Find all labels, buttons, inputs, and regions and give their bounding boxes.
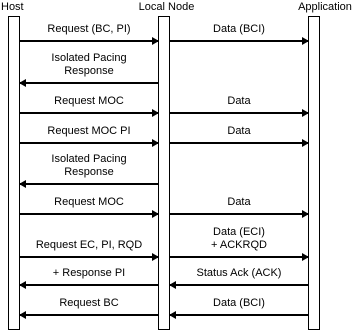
participant-host: Host bbox=[1, 1, 24, 13]
message-arrow bbox=[19, 281, 158, 289]
message-label: Request MOC PI bbox=[47, 125, 131, 137]
message-arrow bbox=[20, 37, 159, 45]
message-label: Data (BCI) bbox=[213, 23, 265, 35]
participant-local-node: Local Node bbox=[138, 1, 195, 13]
message-label: Isolated Pacing Response bbox=[51, 153, 127, 178]
lifeline-local-node bbox=[158, 16, 170, 330]
message-arrow bbox=[170, 139, 309, 147]
message-arrow bbox=[19, 311, 158, 319]
participant-application: Application bbox=[298, 1, 352, 13]
lifeline-application bbox=[308, 16, 320, 330]
message-arrow bbox=[170, 253, 309, 261]
message-label: Data (BCI) bbox=[213, 297, 265, 309]
message-label: Data bbox=[227, 125, 251, 137]
message-arrow bbox=[170, 210, 309, 218]
message-arrow bbox=[170, 37, 309, 45]
message-label: Data (ECI) + ACKRQD bbox=[211, 226, 267, 251]
message-arrow bbox=[19, 79, 158, 87]
message-arrow bbox=[20, 139, 159, 147]
message-label: Data bbox=[227, 95, 251, 107]
message-label: Status Ack (ACK) bbox=[196, 267, 282, 279]
message-arrow bbox=[169, 281, 308, 289]
message-label: Request BC bbox=[59, 297, 119, 309]
message-label: Request MOC bbox=[54, 95, 124, 107]
message-arrow bbox=[169, 311, 308, 319]
message-arrow bbox=[20, 253, 159, 261]
message-label: Request MOC bbox=[54, 196, 124, 208]
message-arrow bbox=[20, 109, 159, 117]
message-label: + Response PI bbox=[52, 267, 126, 279]
message-label: Request EC, PI, RQD bbox=[35, 239, 143, 251]
message-label: Isolated Pacing Response bbox=[51, 52, 127, 77]
lifeline-host bbox=[8, 16, 20, 330]
message-arrow bbox=[170, 109, 309, 117]
message-arrow bbox=[19, 180, 158, 188]
message-arrow bbox=[20, 210, 159, 218]
message-label: Request (BC, PI) bbox=[47, 23, 131, 35]
message-label: Data bbox=[227, 196, 251, 208]
